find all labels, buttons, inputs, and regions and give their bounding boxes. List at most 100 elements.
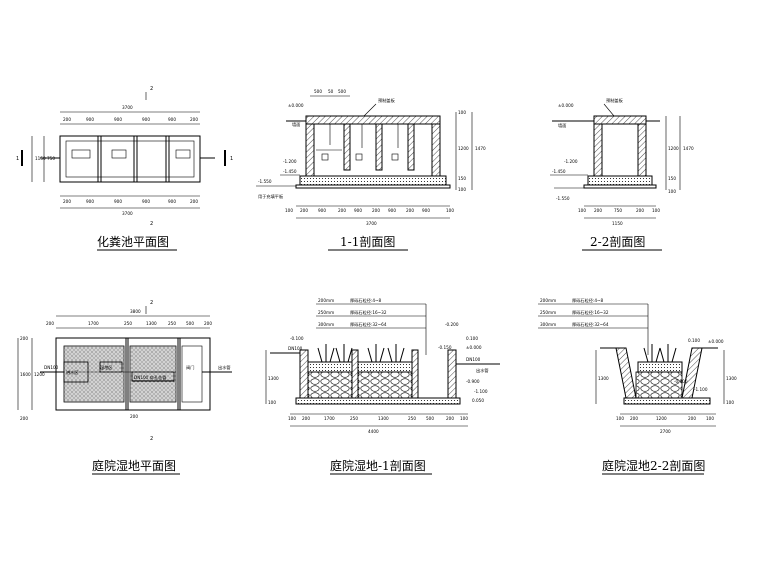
septic-plan-bottom-dim-3: 900 xyxy=(114,199,122,204)
wl-plan-inlet-label: DN100 xyxy=(44,365,59,370)
septic-plan-top-dim-6: 200 xyxy=(190,117,198,122)
septic-s1-elev-3: -1.550 xyxy=(258,179,272,184)
wl-plan-top-dim-4: 1300 xyxy=(146,321,157,326)
wl-plan-top-dim-2: 1700 xyxy=(88,321,99,326)
wl-s2-right-dim-1: 1300 xyxy=(726,376,737,381)
wl-s1-layer-3-thick: 300mm xyxy=(318,322,334,327)
septic-plan-bottom-total: 3700 xyxy=(122,211,133,216)
septic-s2-bottom-dim-1: 100 xyxy=(578,208,586,213)
wl-plan-top-dim-1: 200 xyxy=(46,321,54,326)
wetland-plan: 2 3800 200 1700 250 1300 250 500 200 进水区… xyxy=(17,300,232,475)
wl-s1-left-dim-1: 1300 xyxy=(268,376,279,381)
wl-s2-base xyxy=(623,397,711,405)
septic-s1-bottom-dim-2: 200 xyxy=(300,208,308,213)
septic-s2-right-dim-2: 150 xyxy=(668,176,676,181)
septic-s2-bottom-dim-4: 200 xyxy=(636,208,644,213)
septic-plan-top-dim-1: 200 xyxy=(63,117,71,122)
septic-s1-bottom-dim-8: 200 xyxy=(406,208,414,213)
septic-s1-ground-label: 墙面 xyxy=(292,121,300,128)
septic-section-2-title: 2-2剖面图 xyxy=(590,235,645,249)
wl-s1-bottom-dim-4: 250 xyxy=(350,416,358,421)
wl-s2-layer-2-desc: 厚砾石粒径:16~32 xyxy=(572,309,609,316)
section-mark-1-right: 1 xyxy=(230,156,233,162)
wl-s2-bottom-dim-4: 200 xyxy=(688,416,696,421)
wl-s2-right-dim-2: 100 xyxy=(726,400,734,405)
wl-s1-bottom-dim-1: 100 xyxy=(288,416,296,421)
septic-s2-right-total: 1470 xyxy=(683,146,694,151)
wl-s2-layer-3-thick: 300mm xyxy=(540,322,556,327)
septic-s2-cover-label: 预制盖板 xyxy=(606,97,624,104)
septic-s2-cover-slab xyxy=(593,115,647,125)
septic-plan: 2 3700 200 900 900 900 900 200 1 1 1150 xyxy=(16,86,233,251)
septic-s2-base xyxy=(587,175,653,186)
septic-section-2: ±0.000 预制盖板 墙面 -1.200 -1.450 -1.550 1200… xyxy=(550,97,694,251)
septic-s1-bottom-dim-5: 900 xyxy=(354,208,362,213)
wl-s1-bottom-total: 4400 xyxy=(368,429,379,434)
wetland-section-1: 200mm 厚砾石粒径:4~8 250mm 厚砾石粒径:16~32 300mm … xyxy=(265,297,500,475)
septic-section-1: 500 50 500 预制盖板 ±0.000 墙面 -1.200 -1.450 … xyxy=(256,89,486,251)
septic-s1-elev-1: -1.200 xyxy=(283,159,297,164)
wl-s1-bottom-dim-8: 200 xyxy=(446,416,454,421)
septic-s1-elev-2: -1.450 xyxy=(283,169,297,174)
wetland-section-2: 200mm 厚砾石粒径:4~8 250mm 厚砾石粒径:16~32 300mm … xyxy=(538,297,737,475)
wl-plan-section-mark-bottom: 2 xyxy=(150,436,153,442)
wl-s2-bottom-dim-3: 1200 xyxy=(656,416,667,421)
wl-plan-pool-label-2: 湿地区 xyxy=(100,364,113,371)
septic-s2-elev-1: -1.200 xyxy=(564,159,578,164)
wl-s1-elev-150: -0.150 xyxy=(438,345,452,350)
septic-plan-outline xyxy=(59,135,201,183)
septic-plan-top-dim-4: 900 xyxy=(142,117,150,122)
wl-s1-elev-top: 0.100 xyxy=(466,336,478,341)
wl-s2-layer-3-desc: 厚砾石粒径:32~64 xyxy=(572,321,609,328)
wl-s1-layer-1-thick: 200mm xyxy=(318,298,334,303)
wl-plan-top-total: 3800 xyxy=(130,309,141,314)
septic-plan-bottom-dim-2: 900 xyxy=(86,199,94,204)
wl-s1-pipe-out: DN100 xyxy=(466,357,481,362)
wl-plan-bed-1 xyxy=(63,345,125,403)
septic-plan-left-dim-2: 750 xyxy=(47,156,55,161)
wl-plan-left-dim-1: 200 xyxy=(20,336,28,341)
septic-plan-bottom-dim-5: 900 xyxy=(168,199,176,204)
septic-s2-bottom-dim-3: 750 xyxy=(614,208,622,213)
section-mark-1-left: 1 xyxy=(16,156,19,162)
wl-s2-bottom-total: 2700 xyxy=(660,429,671,434)
wl-plan-section-mark-top: 2 xyxy=(150,300,153,306)
wl-s1-bottom-dim-7: 500 xyxy=(426,416,434,421)
septic-section-1-title: 1-1剖面图 xyxy=(340,235,395,249)
septic-s2-bottom-dim-5: 100 xyxy=(652,208,660,213)
septic-s2-right-dim-1: 1200 xyxy=(668,146,679,151)
septic-s1-right-total: 1470 xyxy=(475,146,486,151)
wl-s2-wall-left xyxy=(615,347,637,399)
wl-plan-top-dim-7: 200 xyxy=(204,321,212,326)
wetland-section-1-title: 庭院湿地-1剖面图 xyxy=(330,458,426,473)
septic-s1-bottom-dim-6: 200 xyxy=(372,208,380,213)
septic-s1-right-dim-4: 100 xyxy=(458,187,466,192)
wl-s1-outlet-label: 出水管 xyxy=(476,367,489,374)
septic-s1-bottom-dim-10: 100 xyxy=(446,208,454,213)
septic-s2-ground-label: 墙面 xyxy=(558,122,566,129)
section-mark-2-top: 2 xyxy=(150,86,153,92)
septic-s1-top-dim-2: 50 xyxy=(328,89,334,94)
septic-s1-base xyxy=(299,175,447,186)
septic-s2-bottom-dim-2: 200 xyxy=(594,208,602,213)
septic-plan-top-total: 3700 xyxy=(122,105,133,110)
septic-s2-right-dim-3: 100 xyxy=(668,189,676,194)
septic-s2-bottom-total: 1150 xyxy=(612,221,623,226)
wl-s2-elev-zero: ±0.000 xyxy=(708,339,724,344)
wl-s1-pipe-in: DN100 xyxy=(288,346,303,351)
wl-s2-elev-top: 0.100 xyxy=(688,338,700,343)
wl-s1-elev-low: -0.900 xyxy=(466,379,480,384)
wl-plan-top-dim-5: 250 xyxy=(168,321,176,326)
wl-plan-pipe-label: DN100 穿孔花管 xyxy=(134,374,166,381)
septic-s1-base-label: 用于充填平板 xyxy=(258,193,284,200)
septic-s2-elev-top: ±0.000 xyxy=(558,103,574,108)
septic-s1-right-dim-1: 100 xyxy=(458,110,466,115)
wl-plan-valve-label: 阀门 xyxy=(186,364,194,371)
wl-s2-plants xyxy=(643,344,677,363)
wetland-plan-title: 庭院湿地平面图 xyxy=(92,458,176,473)
septic-plan-left-dim-1: 1150 xyxy=(35,156,46,161)
septic-s1-right-dim-2: 1200 xyxy=(458,146,469,151)
wl-s2-bottom-dim-1: 100 xyxy=(616,416,624,421)
septic-plan-bottom-dim-6: 200 xyxy=(190,199,198,204)
wl-s1-base xyxy=(295,397,461,405)
